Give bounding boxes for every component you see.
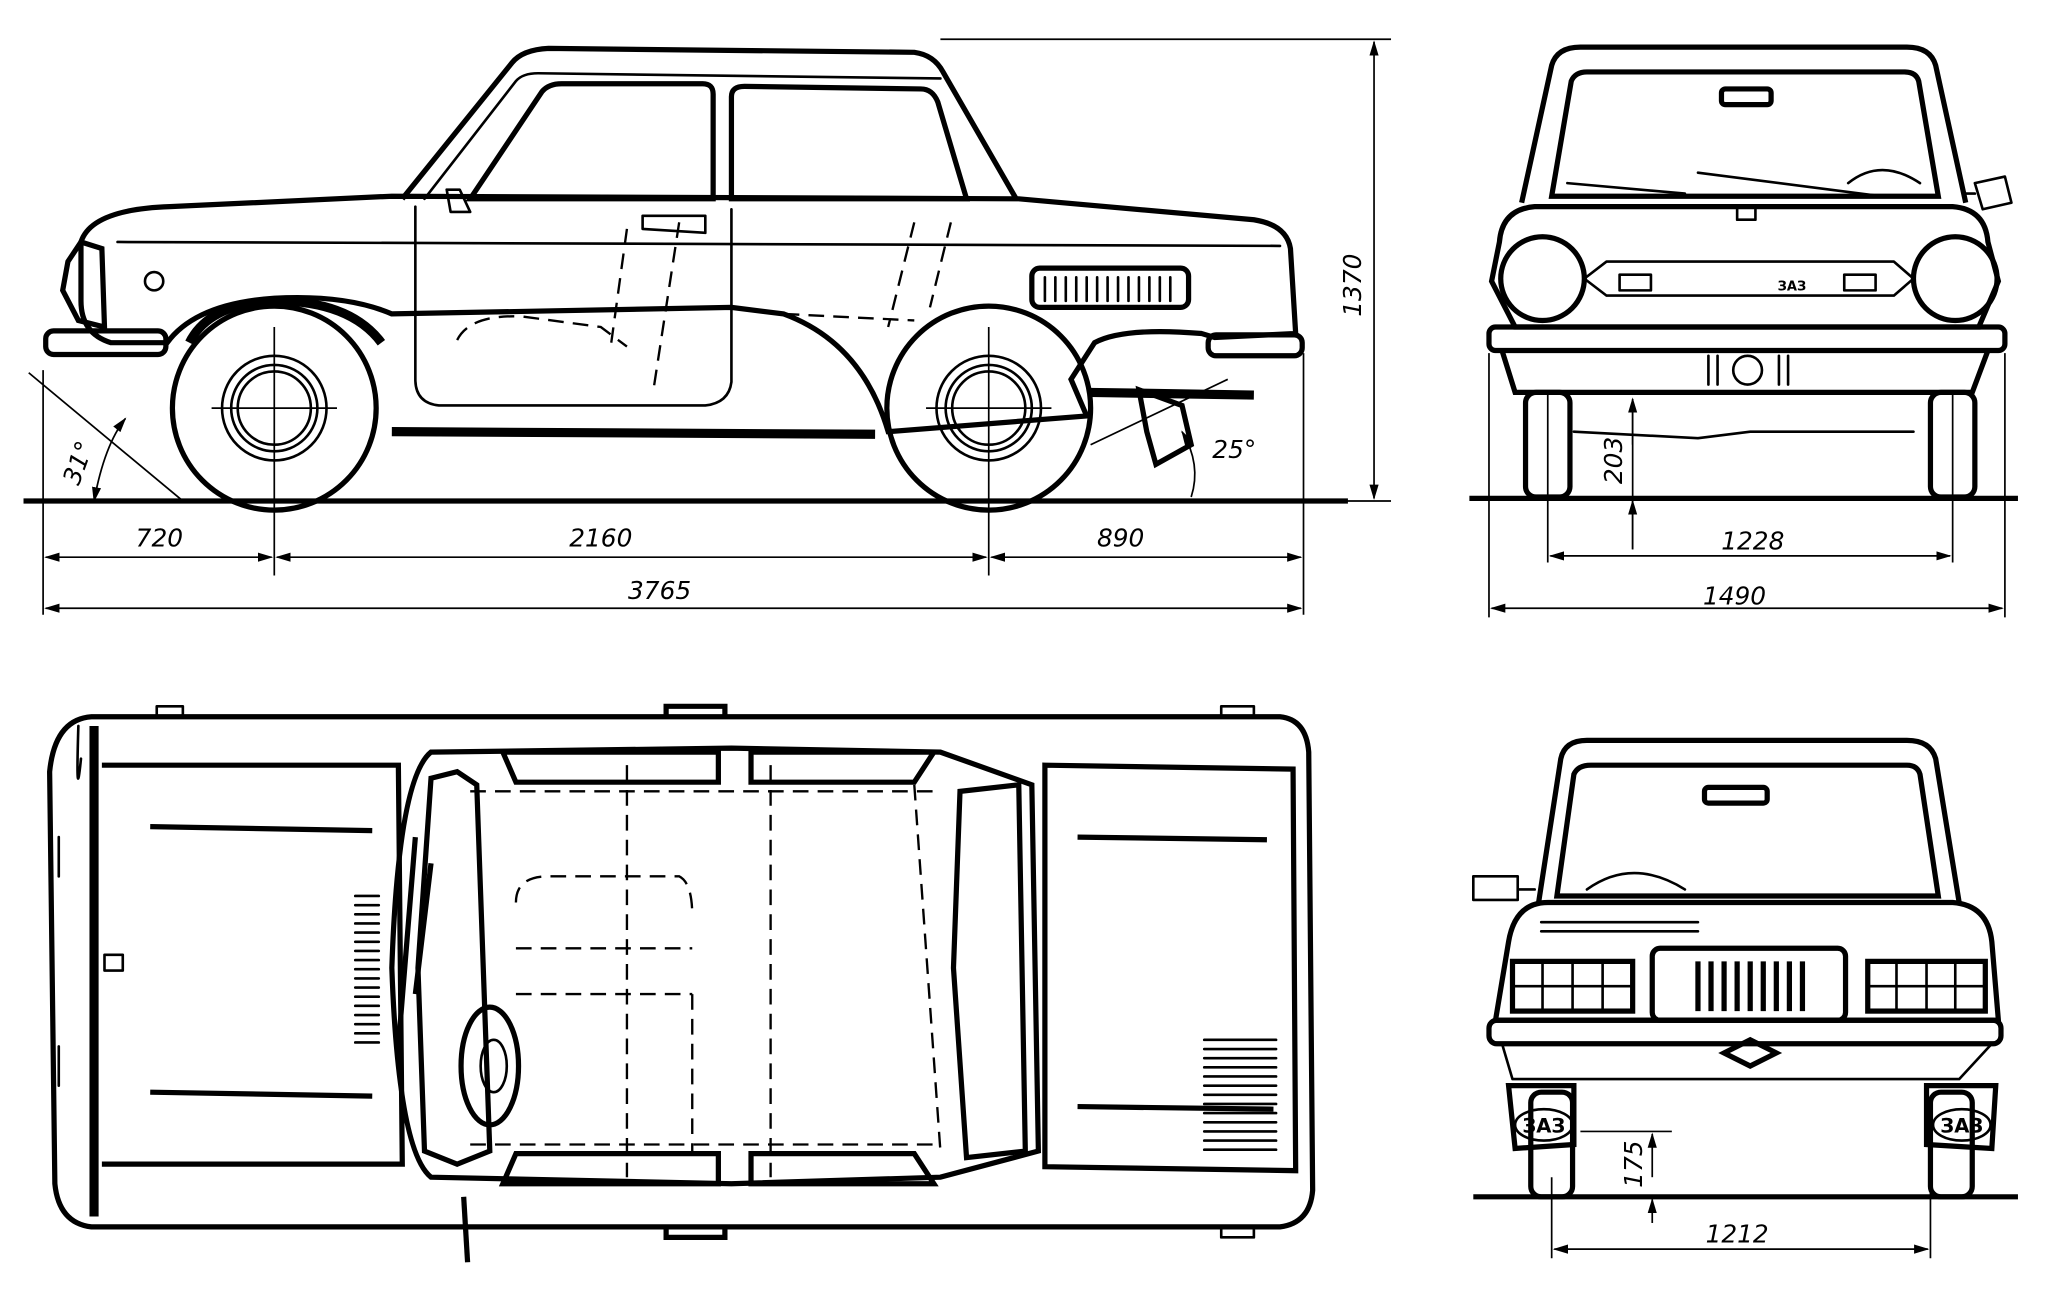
- front-track-label: 1228: [1721, 526, 1784, 555]
- rear-overhang-label: 890: [1097, 524, 1144, 553]
- left-mudflap-badge: ЗАЗ: [1522, 1115, 1565, 1138]
- front-bumper: [1486, 324, 2008, 354]
- rear-window: [728, 83, 971, 202]
- vent-grille: [353, 894, 1278, 1152]
- engine-air-intake: [1029, 265, 1192, 310]
- fuel-filler: [103, 953, 125, 972]
- rear-view-mirror: [1701, 784, 1770, 806]
- rear-window: [1553, 762, 1942, 899]
- overall-length-label: 3765: [628, 576, 691, 605]
- right-indicator: [1842, 273, 1877, 292]
- roof-outline: [1519, 44, 1969, 204]
- side-windows-right: [498, 1151, 939, 1187]
- body-creases: [150, 824, 1274, 1112]
- air-intake-slots: [1043, 275, 1172, 303]
- side-mirror: [461, 1196, 471, 1263]
- top-view: [47, 703, 1316, 1263]
- exhaust: [1090, 387, 1254, 400]
- rear-window: [950, 781, 1028, 1161]
- door-outline: [414, 205, 733, 407]
- wing-mirror: [1964, 175, 2013, 211]
- roof-outline: [1536, 737, 1962, 903]
- side-mirror: [445, 188, 472, 214]
- approach-angle-label: 31°: [57, 437, 99, 488]
- right-mudflap: [1923, 1083, 1999, 1152]
- rear-wheel: [884, 303, 1094, 576]
- rear-view: ЗАЗ ЗАЗ 175 1212: [1471, 737, 2018, 1259]
- right-mudflap-badge: ЗАЗ: [1940, 1115, 1983, 1138]
- front-view: ЗАЗ 203 1228 1490: [1469, 44, 2018, 618]
- right-headlight: [1910, 234, 2000, 324]
- rear-emblem: [1718, 1036, 1783, 1069]
- left-headlight: [1498, 234, 1587, 324]
- rear-view-mirror: [1718, 86, 1774, 108]
- side-windows-left: [498, 749, 939, 785]
- front-hood: [101, 762, 405, 1167]
- front-wheel: [169, 303, 379, 576]
- overall-height-label: 1370: [1338, 254, 1367, 317]
- windshield: [415, 768, 493, 1167]
- front-window: [465, 81, 716, 202]
- sill: [391, 427, 876, 439]
- front-bumper: [43, 328, 169, 358]
- front-overhang-label: 720: [136, 524, 183, 553]
- roof-outline: [400, 45, 1019, 201]
- wheelbase-label: 2160: [569, 524, 632, 553]
- door-handle: [641, 214, 707, 235]
- body-outline: [78, 193, 1299, 435]
- steering-wheel: [458, 1004, 522, 1128]
- wiper: [395, 836, 434, 1047]
- roof-area: [389, 745, 1042, 1187]
- rear-clearance-label: 175: [1619, 1140, 1648, 1187]
- grille-badge: ЗАЗ: [1778, 279, 1807, 294]
- hood-emblem: [1735, 205, 1757, 222]
- departure-angle-label: 25°: [1212, 435, 1256, 464]
- rear-track-label: 1212: [1706, 1220, 1769, 1249]
- overall-width-label: 1490: [1703, 581, 1766, 610]
- body-outline: [47, 714, 1316, 1230]
- front-nose: [59, 238, 108, 331]
- wing-mirror: [1471, 875, 1536, 902]
- rear-body: [1492, 899, 2002, 1023]
- left-indicator: [1618, 273, 1653, 292]
- engine-lid: [1042, 762, 1299, 1174]
- left-mudflap: [1505, 1083, 1577, 1152]
- mud-flap: [1135, 385, 1195, 469]
- engine-vents: [1695, 961, 1806, 1012]
- rear-bumper: [1205, 332, 1305, 359]
- door-handles: [663, 703, 728, 1240]
- tow-hook: [1731, 354, 1764, 386]
- fuel-cap: [143, 270, 165, 292]
- side-view: 31° 25° 720 2160 890 3765 1370: [23, 38, 1392, 615]
- front-clearance-label: 203: [1599, 437, 1628, 484]
- windshield: [1548, 69, 1942, 199]
